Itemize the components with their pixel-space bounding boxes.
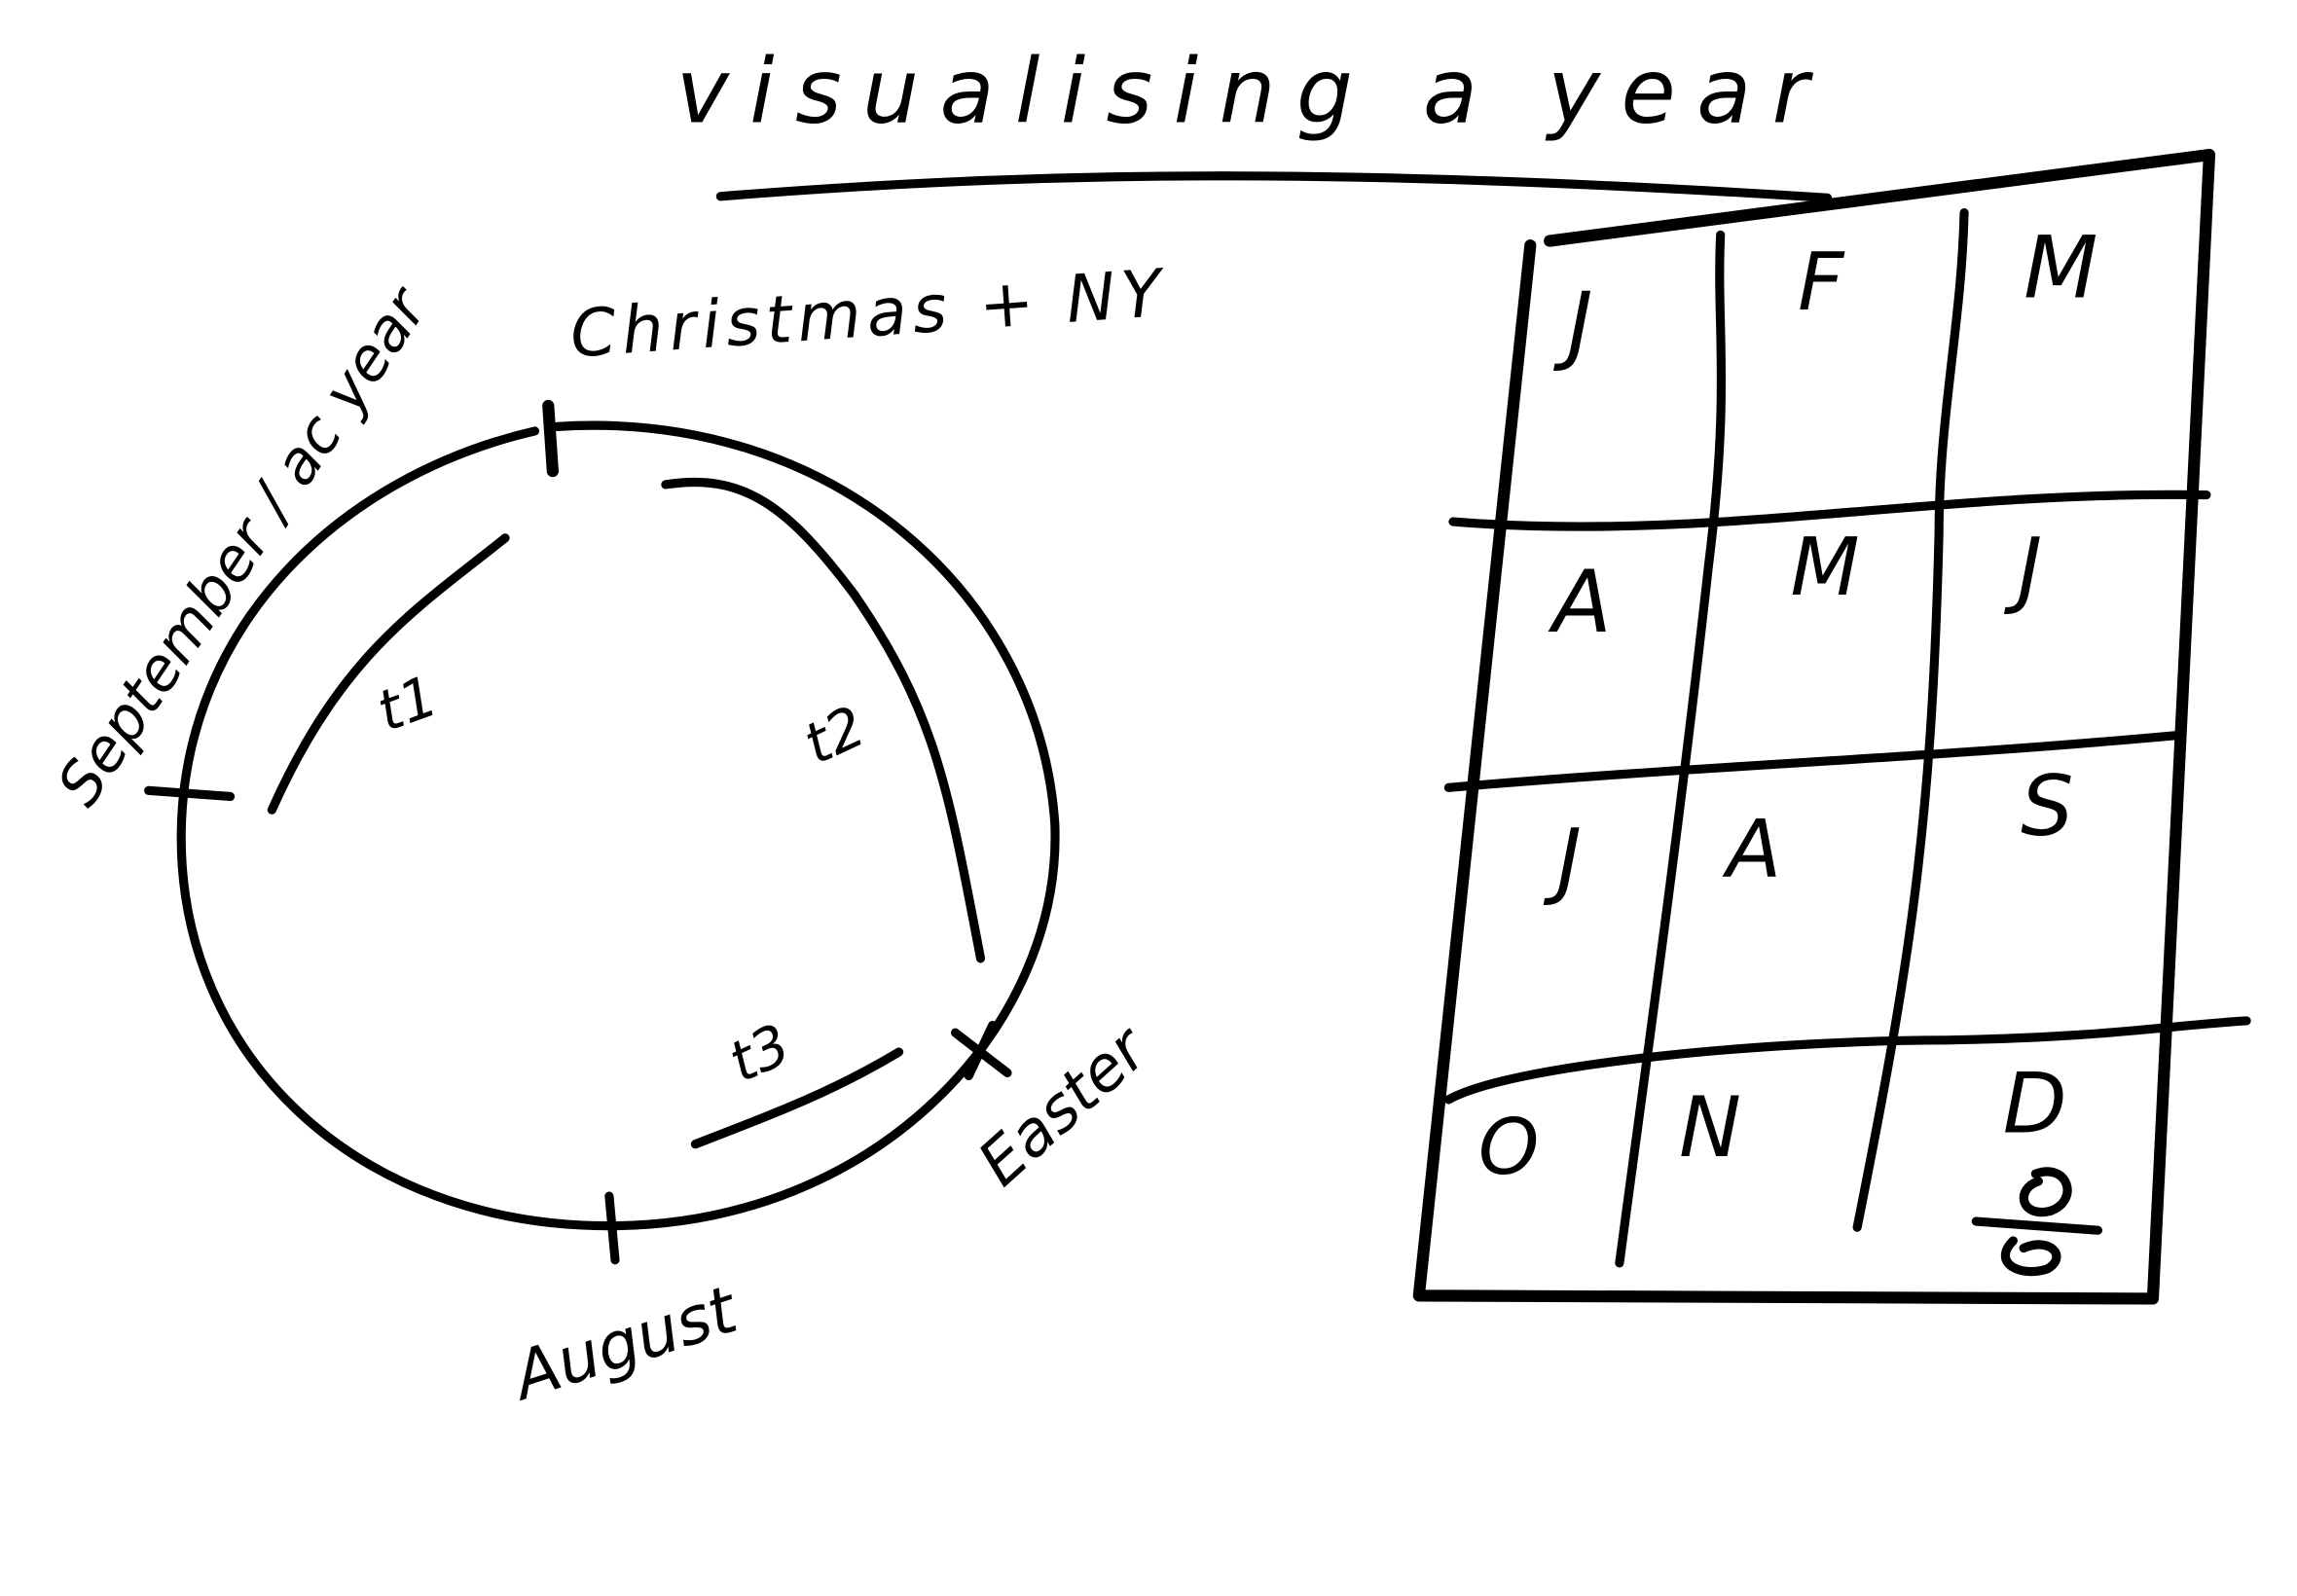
month-cell-r4-c2: N <box>1679 1080 1741 1177</box>
tick-easter <box>950 1020 1012 1081</box>
grid-row-divider-1 <box>1448 490 2211 531</box>
term-label-2: t2 <box>794 693 875 778</box>
marker-label-august: August <box>500 1271 747 1416</box>
tick-september <box>144 785 236 802</box>
month-cell-r3-c3: S <box>2021 759 2073 855</box>
title-underline <box>715 171 1833 202</box>
diagram-title: visualising a year <box>676 39 1830 143</box>
month-cell-r4-c1: O <box>1478 1102 1539 1192</box>
month-cell-r4-c3: D <box>2003 1056 2067 1152</box>
term-arc-2 <box>661 477 986 963</box>
marker-label-christmas: Christmas + NY <box>567 255 1169 373</box>
month-cell-r3-c1: J <box>1543 813 1582 909</box>
month-cell-r1-c3: M <box>2024 218 2097 318</box>
month-cell-r1-c2: F <box>1798 236 1845 329</box>
term-label-1: t1 <box>369 663 446 744</box>
grid-row-divider-2 <box>1443 731 2178 792</box>
grid-row-divider-3 <box>1443 1016 2251 1105</box>
marker-label-easter: Easter <box>965 1011 1164 1201</box>
tick-august <box>604 1191 620 1265</box>
month-cell-r2-c3: J <box>2003 522 2042 618</box>
month-cell-r2-c2: M <box>1790 521 1859 614</box>
term-arc-3 <box>690 1047 904 1149</box>
grid-column-divider-2 <box>1852 207 1969 1232</box>
year-circle <box>176 420 1060 1231</box>
term-label-3: t3 <box>719 1011 800 1096</box>
month-cell-r1-c1: J <box>1552 274 1592 375</box>
tick-christmas <box>542 399 559 478</box>
year-cycle-diagram: t1 t2 t3 Christmas + NY Easter August Se… <box>44 255 1169 1416</box>
marker-label-september: September / ac year <box>44 273 443 818</box>
grid-frame <box>1412 148 2216 1305</box>
term-arc-1 <box>267 533 510 815</box>
month-grid: J F M A M J J A S O N D <box>1412 148 2251 1305</box>
month-cell-r3-c2: A <box>1722 803 1781 896</box>
doodle-scribble <box>1971 1167 2103 1277</box>
month-cell-r2-c1: A <box>1548 552 1612 652</box>
grid-column-divider-1 <box>1615 230 1727 1268</box>
